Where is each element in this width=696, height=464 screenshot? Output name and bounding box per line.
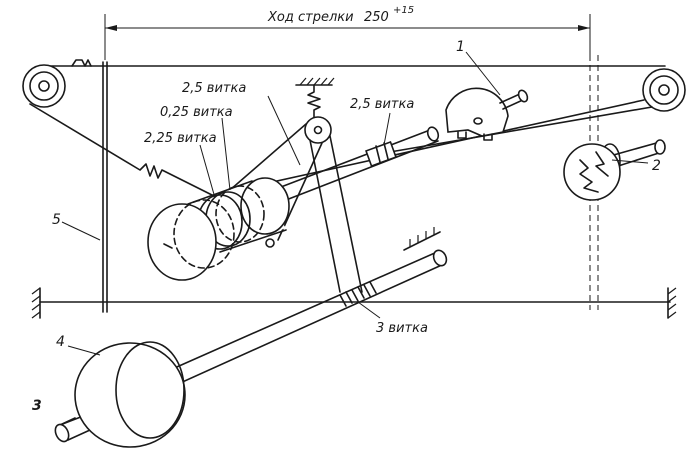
travel-dimension: Ход стрелки 250 +15 (104, 5, 591, 60)
travel-tolerance: +15 (393, 5, 414, 16)
label-3-turns: 3 витка (376, 321, 428, 336)
right-pulley (642, 68, 686, 112)
callout-3: 3 (32, 398, 42, 414)
string-drum (147, 177, 290, 281)
callout-1: 1 (456, 39, 465, 55)
leader-lines (61, 51, 649, 356)
spring-mount-hatch (295, 77, 335, 86)
label-0-25-turns: 0,25 витка (160, 105, 233, 120)
left-cord (29, 103, 233, 206)
label-2-25-turns: 2,25 витка (144, 131, 217, 146)
right-return-cord (389, 106, 653, 153)
right-wall-hatch (667, 287, 677, 319)
upper-shaft (259, 126, 440, 208)
callout-5: 5 (52, 212, 61, 228)
cord-to-drum (244, 99, 645, 189)
travel-value: 250 (364, 10, 389, 25)
tension-spring (307, 84, 321, 119)
callout-2: 2 (652, 158, 661, 174)
left-wall-hatch (31, 287, 41, 319)
shaft-mount-hatch (403, 227, 441, 251)
tuning-knob-4 (54, 341, 186, 448)
drum-2 (563, 139, 666, 201)
travel-label: Ход стрелки (267, 10, 354, 25)
callout-4: 4 (56, 334, 65, 350)
left-pulley (22, 64, 66, 108)
tuning-shaft (169, 249, 448, 385)
label-2-5-turns-a: 2,5 витка (182, 81, 246, 96)
shaft-winding-3-turns (339, 281, 377, 307)
gear-segment-1 (445, 87, 529, 141)
wire-clip (71, 59, 92, 67)
idler-pulley (304, 116, 332, 144)
label-2-5-turns-b: 2,5 витка (350, 97, 414, 112)
